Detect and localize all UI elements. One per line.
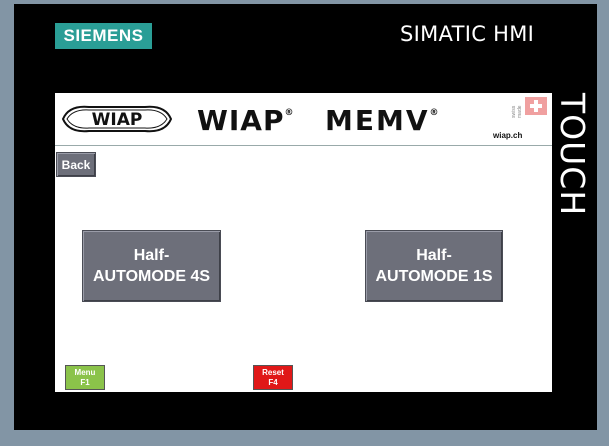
wiap-logo-icon: WIAP xyxy=(61,105,173,133)
siemens-logo: SIEMENS xyxy=(55,23,152,49)
half-automode-1s-button[interactable]: Half- AUTOMODE 1S xyxy=(365,230,503,302)
half-4s-line2: AUTOMODE 4S xyxy=(92,268,211,285)
half-1s-line1: Half- xyxy=(416,247,452,264)
wiap-logo-text: WIAP xyxy=(92,110,143,130)
reset-key-fkey: F4 xyxy=(268,377,278,387)
memv-wordmark: MEMV® xyxy=(325,104,441,137)
menu-key-fkey: F1 xyxy=(80,377,90,387)
simatic-hmi-title: SIMATIC HMI xyxy=(400,22,535,46)
back-button[interactable]: Back xyxy=(56,152,96,177)
hmi-screen: WIAP WIAP® MEMV® swiss made wiap.ch Back… xyxy=(55,93,552,392)
touch-side-label: TOUCH xyxy=(553,93,592,217)
menu-f1-button[interactable]: Menu F1 xyxy=(65,365,105,390)
half-4s-line1: Half- xyxy=(133,247,170,264)
header-banner: WIAP WIAP® MEMV® swiss made wiap.ch xyxy=(55,93,552,146)
wiap-url: wiap.ch xyxy=(493,131,523,140)
menu-key-label: Menu xyxy=(74,367,96,377)
wiap-wordmark: WIAP® xyxy=(197,104,295,137)
swiss-flag-icon xyxy=(525,97,547,115)
swiss-made-caption: swiss made xyxy=(511,105,523,118)
reset-key-label: Reset xyxy=(262,367,284,377)
half-automode-4s-button[interactable]: Half- AUTOMODE 4S xyxy=(82,230,221,302)
half-1s-line2: AUTOMODE 1S xyxy=(375,268,493,285)
reset-f4-button[interactable]: Reset F4 xyxy=(253,365,293,390)
